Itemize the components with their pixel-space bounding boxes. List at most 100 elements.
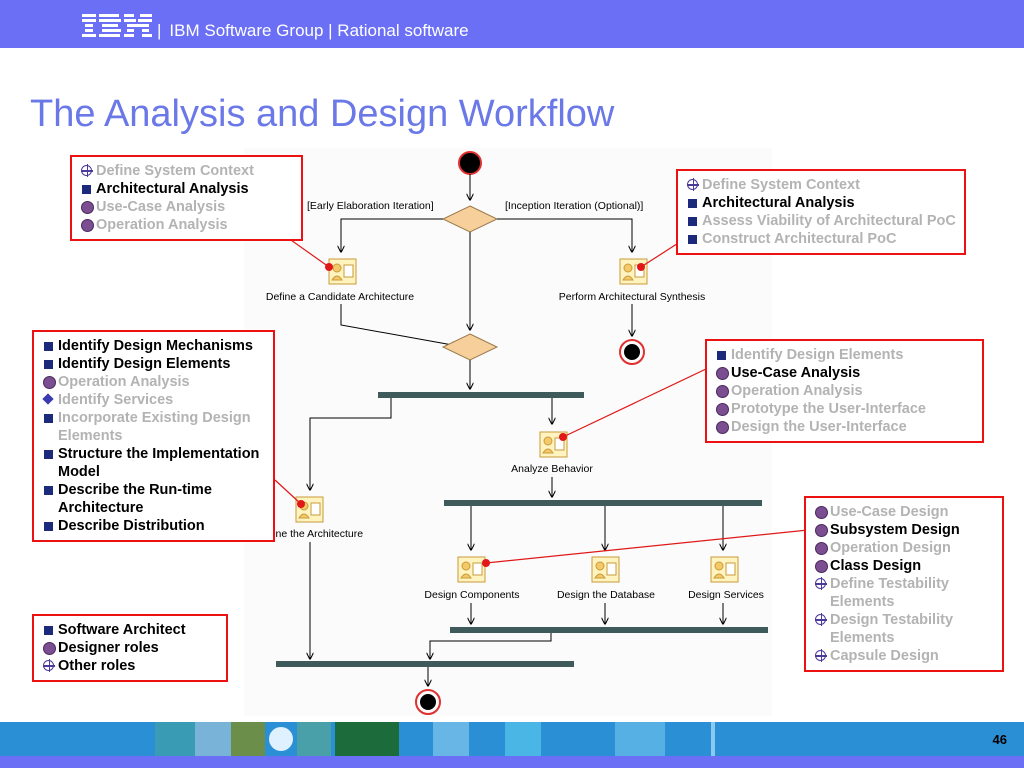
- callout-item: Architectural Analysis: [78, 180, 295, 198]
- diamond-role-icon: [40, 391, 58, 409]
- square-role-icon: [40, 337, 58, 355]
- activity-components-icon[interactable]: [457, 556, 486, 583]
- square-role-icon: [78, 180, 96, 198]
- callout-item-label: Operation Design: [830, 540, 951, 556]
- activity-database-icon[interactable]: [591, 556, 620, 583]
- square-role-icon: [713, 346, 731, 364]
- square-role-icon: [40, 355, 58, 373]
- circle-role-icon: [812, 557, 830, 575]
- callout-item-label: Define Testability Elements: [830, 576, 949, 610]
- callout-item-label: Subsystem Design: [830, 522, 960, 538]
- flow-join-join: [430, 633, 552, 659]
- callout-item-label: Use-Case Analysis: [731, 365, 861, 381]
- callout-item-label: Identify Design Elements: [731, 347, 904, 363]
- circle-role-icon: [40, 373, 58, 391]
- callout-item: Operation Analysis: [40, 373, 267, 391]
- callout-item-label: Software Architect: [58, 622, 186, 638]
- callout-item: Define System Context: [78, 162, 295, 180]
- square-role-icon: [40, 621, 58, 639]
- start-node: [458, 151, 482, 175]
- activity-candidate-label: Define a Candidate Architecture: [266, 291, 414, 303]
- cross-role-icon: [78, 162, 96, 180]
- activity-database-label: Design the Database: [557, 589, 655, 601]
- end-node-synthesis-core: [624, 344, 640, 360]
- callout-item-label: Operation Analysis: [96, 217, 228, 233]
- flow-fork-refine: [310, 398, 392, 490]
- callout-item: Define Testability Elements: [812, 575, 996, 611]
- circle-role-icon: [713, 364, 731, 382]
- guard-early: [Early Elaboration Iteration]: [307, 200, 434, 212]
- callout-item: Incorporate Existing Design Elements: [40, 409, 267, 445]
- activity-synthesis-icon[interactable]: [619, 258, 648, 285]
- callout-item: Assess Viability of Architectural PoC: [684, 212, 958, 230]
- callout-line-refine: [274, 479, 302, 505]
- callout-item-label: Structure the Implementation Model: [58, 446, 260, 480]
- callout-item: Design the User-Interface: [713, 418, 976, 436]
- callout-item: Use-Case Design: [812, 503, 996, 521]
- circle-role-icon: [713, 418, 731, 436]
- flow-to-candidate: [341, 218, 443, 252]
- callout-item-label: Use-Case Analysis: [96, 199, 226, 215]
- callout-item-label: Identify Services: [58, 392, 174, 408]
- callout-item-label: Architectural Analysis: [702, 195, 855, 211]
- activity-analyze-label: Analyze Behavior: [511, 463, 593, 475]
- activity-services-icon[interactable]: [710, 556, 739, 583]
- ibm-logo: [82, 14, 152, 37]
- callout-item: Architectural Analysis: [684, 194, 958, 212]
- callout-item-label: Identify Design Elements: [58, 356, 231, 372]
- callout-item-label: Identify Design Mechanisms: [58, 338, 253, 354]
- callout-item: Use-Case Analysis: [713, 364, 976, 382]
- callout-item: Software Architect: [40, 621, 220, 639]
- callout-item-label: Operation Analysis: [58, 374, 190, 390]
- callout-item: Construct Architectural PoC: [684, 230, 958, 248]
- cross-role-icon: [812, 647, 830, 665]
- end-node-main: [415, 689, 441, 715]
- callout-item-label: Assess Viability of Architectural PoC: [702, 213, 956, 229]
- callout-line-analyze: [562, 368, 707, 438]
- callout-item-label: Capsule Design: [830, 648, 939, 664]
- callout-item-label: Class Design: [830, 558, 922, 574]
- callout-item-label: Designer roles: [58, 640, 159, 656]
- callout-item: Identify Design Elements: [40, 355, 267, 373]
- callout-item-label: Design Testability Elements: [830, 612, 954, 646]
- callout-item-label: Construct Architectural PoC: [702, 231, 897, 247]
- square-role-icon: [40, 445, 58, 463]
- circle-role-icon: [78, 198, 96, 216]
- slide-title: The Analysis and Design Workflow: [30, 93, 615, 135]
- callout-item: Class Design: [812, 557, 996, 575]
- header-group-label: IBM Software Group | Rational software: [169, 21, 469, 40]
- callout-item: Operation Analysis: [78, 216, 295, 234]
- callout-item: Designer roles: [40, 639, 220, 657]
- callout-item: Define System Context: [684, 176, 958, 194]
- callout-item-label: Describe the Run-time Architecture: [58, 482, 212, 516]
- callout-item-label: Describe Distribution: [58, 518, 205, 534]
- callout-item: Describe the Run-time Architecture: [40, 481, 267, 517]
- callout-item: Capsule Design: [812, 647, 996, 665]
- fork-bar-1: [378, 392, 584, 398]
- header-separator: |: [157, 21, 162, 40]
- circle-role-icon: [40, 639, 58, 657]
- activity-analyze-icon[interactable]: [539, 431, 568, 458]
- square-role-icon: [684, 212, 702, 230]
- guard-inception: [Inception Iteration (Optional)]: [505, 200, 643, 212]
- flow-to-synthesis: [497, 218, 632, 252]
- circle-role-icon: [713, 400, 731, 418]
- activity-candidate-icon[interactable]: [328, 258, 357, 285]
- flow-candidate-merge: [340, 304, 458, 346]
- footer-image-strip: [155, 722, 715, 756]
- callout-item-label: Operation Analysis: [731, 383, 863, 399]
- end-node-synthesis: [619, 339, 645, 365]
- circle-role-icon: [713, 382, 731, 400]
- callout-item-label: Other roles: [58, 658, 136, 674]
- join-bar-2: [276, 661, 574, 667]
- square-role-icon: [40, 481, 58, 499]
- callout-item: Prototype the User-Interface: [713, 400, 976, 418]
